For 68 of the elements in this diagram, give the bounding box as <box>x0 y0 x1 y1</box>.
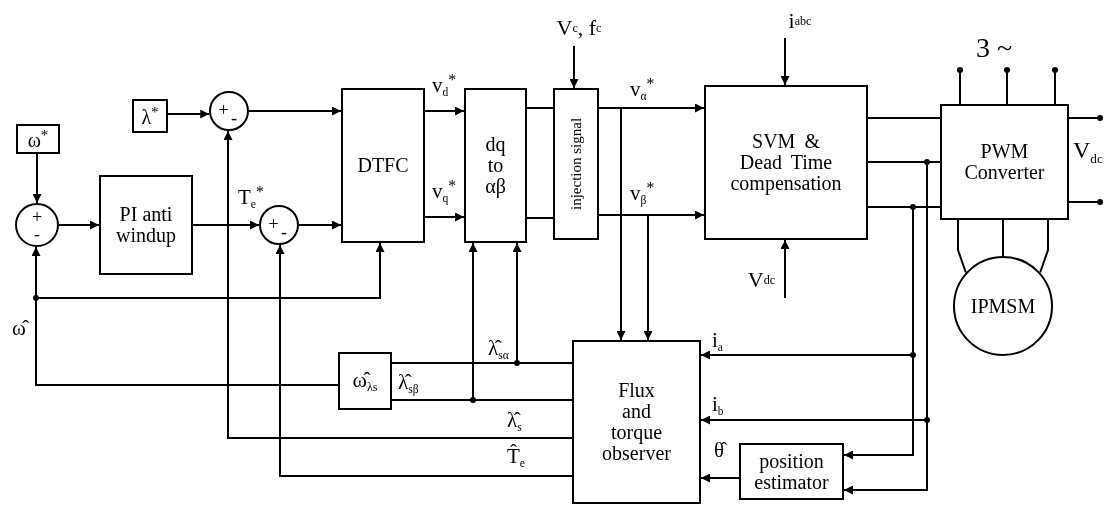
arrow <box>167 109 211 119</box>
signal-label: 3 ~ <box>976 34 1013 62</box>
block-label: PI anti windup <box>116 204 176 246</box>
process-block <box>132 99 168 133</box>
connector-line <box>391 399 573 401</box>
connector-line <box>391 362 573 364</box>
connector-line <box>867 117 941 119</box>
process-block <box>464 88 527 243</box>
sign-label: + <box>268 215 279 234</box>
arrow <box>424 106 465 116</box>
arrow <box>248 106 342 116</box>
sign-label: + <box>218 101 229 120</box>
sign-label: - <box>231 109 238 128</box>
arrow <box>780 37 790 86</box>
block-label: ω̂$_{λs}$ <box>352 368 378 394</box>
process-block <box>553 88 599 240</box>
signal-label: V$_{dc}$ <box>1073 138 1103 165</box>
process-block <box>16 124 60 154</box>
arrow <box>298 220 342 230</box>
block-label: IPMSM <box>970 295 1036 317</box>
signal-label: T̂$_{e}$ <box>507 446 525 470</box>
arrow <box>35 242 385 386</box>
signal-label: λ̂$_{sα}$ <box>488 338 509 362</box>
process-block <box>739 443 844 500</box>
block-label: DTFC <box>357 155 409 176</box>
process-block <box>940 104 1069 220</box>
signal-label: θ̂ <box>714 440 725 461</box>
signal-label: λ̂$_{sβ}$ <box>398 372 419 396</box>
arrow <box>843 161 928 495</box>
signal-label: i$_{a}$ <box>712 330 723 354</box>
arrow <box>569 45 579 89</box>
block-label: injection signal <box>567 116 585 213</box>
sign-label: - <box>281 223 288 242</box>
sign-label: - <box>34 224 40 243</box>
arrow <box>32 153 42 204</box>
arrow <box>598 214 653 341</box>
block-label: PWM Converter <box>963 141 1046 183</box>
arrow <box>598 107 626 341</box>
process-block <box>341 88 425 243</box>
signal-label: i$_{b}$ <box>712 394 724 418</box>
arrow <box>223 130 573 439</box>
arrow <box>192 220 260 230</box>
connector-line <box>957 219 967 274</box>
connector-line <box>526 217 554 219</box>
block-label: dq to αβ <box>485 134 506 197</box>
block-label: SVM & Dead Time compensation <box>729 131 843 194</box>
arrow <box>275 244 573 477</box>
connector-line <box>526 107 554 109</box>
block-label: Flux and torque observer <box>602 380 671 464</box>
connector-line <box>1039 219 1049 274</box>
summing-junction <box>15 203 59 247</box>
arrow <box>780 239 790 299</box>
process-block <box>572 340 701 504</box>
block-label: position estimator <box>754 450 829 493</box>
arrow <box>843 206 914 460</box>
arrow <box>700 473 740 483</box>
arrow <box>58 220 100 230</box>
block-label: ω$^{*}$ <box>27 127 49 151</box>
block-label: λ$^{*}$ <box>141 104 159 128</box>
process-block <box>338 352 392 410</box>
connector-line <box>1002 219 1004 257</box>
process-block <box>99 175 193 275</box>
sign-label: + <box>31 208 43 226</box>
summing-junction <box>259 205 299 245</box>
summing-junction <box>209 91 249 131</box>
process-block <box>704 85 868 240</box>
signal-label: λ̂$_{s}$ <box>507 410 522 434</box>
arrow <box>424 212 465 222</box>
